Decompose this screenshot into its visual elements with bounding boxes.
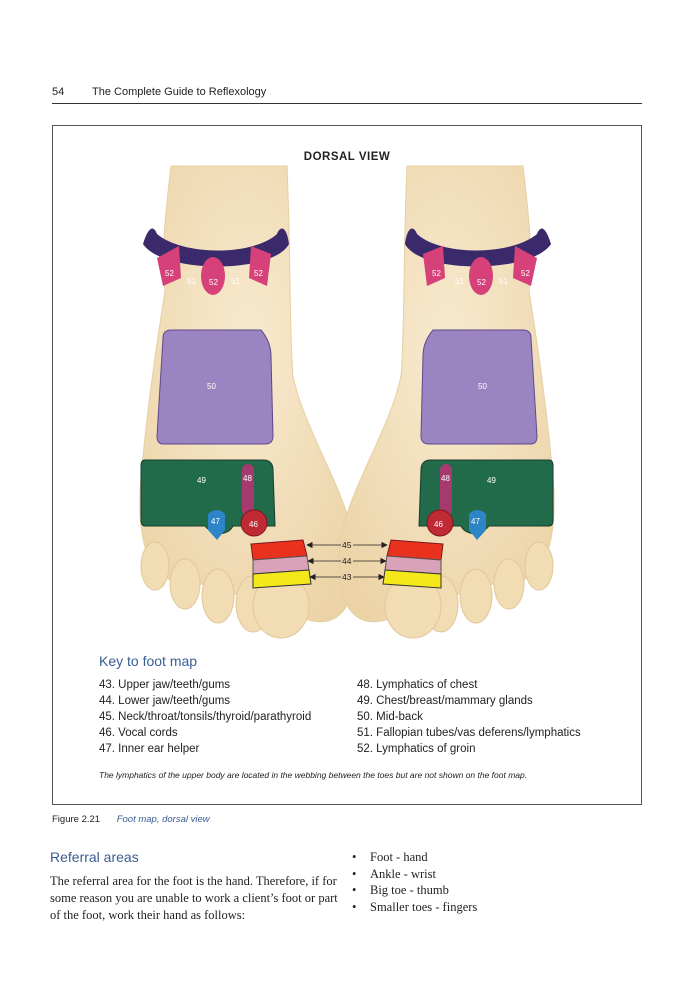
- caption-text: Foot map, dorsal view: [116, 814, 210, 825]
- left-label-52c: 52: [254, 269, 263, 278]
- referral-list: Foot - hand Ankle - wrist Big toe - thum…: [352, 849, 477, 915]
- figure-caption: Figure 2.21 Foot map, dorsal view: [52, 814, 210, 825]
- left-foot: 52 51 52 51 52 50 49 48 46 47: [139, 165, 356, 639]
- left-zone-49: [140, 459, 276, 534]
- right-toe-3: [459, 568, 493, 624]
- key-title: Key to foot map: [99, 653, 198, 669]
- left-label-52a: 52: [165, 269, 174, 278]
- center-arrows: 45 44 43: [306, 540, 388, 582]
- right-toe-4: [493, 558, 525, 610]
- center-label-44: 44: [342, 556, 352, 566]
- key-column-right: 48. Lymphatics of chest 49. Chest/breast…: [357, 677, 581, 757]
- left-zone-47: [208, 510, 225, 540]
- key-item: 43. Upper jaw/teeth/gums: [99, 679, 231, 691]
- left-label-51a: 51: [187, 277, 196, 286]
- right-zone-49: [418, 459, 554, 534]
- left-toe-small: [140, 541, 170, 591]
- left-label-47: 47: [211, 517, 220, 526]
- key-item: 48. Lymphatics of chest: [357, 679, 478, 691]
- left-zone-52-right: [249, 246, 271, 286]
- right-label-51b: 51: [499, 277, 508, 286]
- figure-note: The lymphatics of the upper body are loc…: [99, 770, 528, 780]
- figure-title: DORSAL VIEW: [303, 151, 391, 163]
- foot-map-diagram: 52 51 52 51 52 50 49 48 46 47: [139, 165, 555, 639]
- left-zone-43: [252, 569, 312, 589]
- referral-paragraph: The referral area for the foot is the ha…: [50, 874, 338, 922]
- left-zone-46: [240, 509, 268, 537]
- left-zone-52-center: [201, 257, 225, 295]
- left-label-52b: 52: [209, 278, 218, 287]
- right-label-52a: 52: [432, 269, 441, 278]
- right-zone-52-center: [469, 257, 493, 295]
- key-item: 44. Lower jaw/teeth/gums: [99, 695, 231, 707]
- list-item: Foot - hand: [352, 849, 477, 866]
- right-label-48: 48: [441, 474, 450, 483]
- left-zone-50: [156, 329, 274, 445]
- right-label-47: 47: [471, 517, 480, 526]
- right-zone-43: [382, 569, 442, 589]
- left-toe-3: [201, 568, 235, 624]
- caption-label: Figure 2.21: [52, 814, 101, 825]
- list-item: Smaller toes - fingers: [352, 899, 477, 916]
- right-label-52c: 52: [521, 269, 530, 278]
- key-item: 47. Inner ear helper: [99, 743, 200, 755]
- key-item: 46. Vocal cords: [99, 727, 178, 739]
- left-label-51b: 51: [231, 277, 240, 286]
- left-label-46: 46: [249, 520, 258, 529]
- left-toe-4: [169, 558, 201, 610]
- right-foot-labels: 52 51 52 51 52 50 48 49 46 47: [432, 269, 530, 529]
- right-zone-46: [426, 509, 454, 537]
- key-item: 52. Lymphatics of groin: [357, 743, 476, 755]
- page-number: 54: [52, 86, 65, 98]
- right-label-52b: 52: [477, 278, 486, 287]
- right-zone-47: [469, 510, 486, 540]
- right-toe-small: [524, 541, 554, 591]
- right-zone-48: [440, 464, 452, 516]
- key-item: 51. Fallopian tubes/vas deferens/lymphat…: [357, 727, 581, 739]
- right-zone-50: [420, 329, 538, 445]
- right-zone-52-inner: [423, 246, 445, 286]
- left-label-50: 50: [207, 382, 216, 391]
- list-item: Ankle - wrist: [352, 866, 477, 883]
- right-label-51a: 51: [455, 277, 464, 286]
- right-foot: [338, 165, 555, 639]
- key-item: 50. Mid-back: [357, 711, 423, 723]
- key-item: 45. Neck/throat/tonsils/thyroid/parathyr…: [99, 711, 312, 723]
- key-column-left: 43. Upper jaw/teeth/gums 44. Lower jaw/t…: [99, 677, 311, 757]
- right-zone-52-outer: [513, 246, 537, 286]
- left-label-48: 48: [243, 474, 252, 483]
- center-label-43: 43: [342, 572, 352, 582]
- list-item: Big toe - thumb: [352, 882, 477, 899]
- left-zone-52-left: [157, 246, 181, 286]
- right-label-46: 46: [434, 520, 443, 529]
- left-zone-48: [242, 464, 254, 516]
- running-title: The Complete Guide to Reflexology: [92, 86, 267, 98]
- right-label-50: 50: [478, 382, 487, 391]
- right-label-49: 49: [487, 476, 496, 485]
- figure-box: DORSAL VIEW: [52, 125, 642, 805]
- center-label-45: 45: [342, 540, 352, 550]
- left-label-49: 49: [197, 476, 206, 485]
- key-item: 49. Chest/breast/mammary glands: [357, 695, 533, 707]
- header-rule: [52, 103, 642, 104]
- referral-heading: Referral areas: [50, 849, 139, 865]
